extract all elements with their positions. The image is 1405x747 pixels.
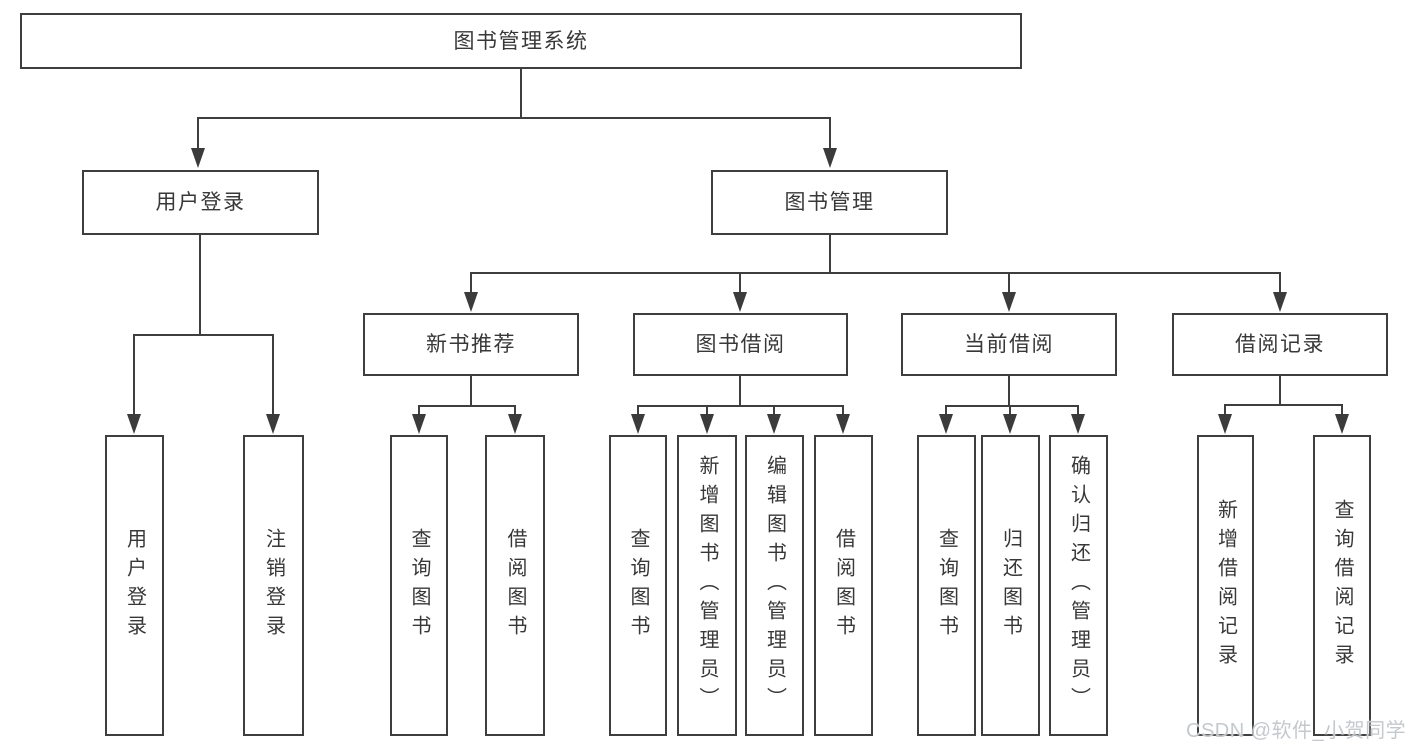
leaf-confirm-return-admin: 确认归还（管理员） [1049,435,1108,736]
node-root-library-system: 图书管理系统 [20,13,1022,69]
node-label: 用户登录 [155,191,246,214]
leaf-logout: 注销登录 [243,435,304,736]
leaf-label: 借阅图书 [832,527,855,644]
node-label: 借阅记录 [1235,333,1325,356]
node-label: 图书管理系统 [453,29,589,53]
leaf-label: 查询图书 [627,527,649,644]
leaf-add-books-admin: 新增图书（管理员） [677,435,737,736]
leaf-label: 用户登录 [123,527,146,644]
leaf-label: 查询借阅记录 [1331,498,1353,673]
leaf-borrow-books: 借阅图书 [814,435,873,736]
leaf-label: 新增借阅记录 [1214,498,1237,673]
leaf-borrow-books-recommend: 借阅图书 [485,435,545,736]
leaf-label: 查询图书 [408,527,430,644]
arrowhead-icons [127,148,1349,434]
node-book-borrow: 图书借阅 [633,313,848,376]
leaf-add-borrow-record: 新增借阅记录 [1197,435,1254,736]
leaf-label: 编辑图书（管理员） [763,455,786,716]
node-book-management: 图书管理 [711,170,948,235]
leaf-query-books-recommend: 查询图书 [390,435,448,736]
leaf-edit-books-admin: 编辑图书（管理员） [745,435,804,736]
leaf-query-books-current: 查询图书 [917,435,976,736]
leaf-label: 新增图书（管理员） [696,455,718,716]
csdn-watermark: CSDN @软件_小贺同学 [1186,720,1405,742]
leaf-query-books-borrow: 查询图书 [609,435,667,736]
leaf-return-books: 归还图书 [981,435,1040,736]
node-label: 图书管理 [784,191,875,214]
node-user-login: 用户登录 [82,170,319,235]
node-label: 新书推荐 [426,333,516,356]
node-current-borrow: 当前借阅 [901,313,1117,376]
leaf-label: 注销登录 [262,527,285,644]
node-label: 当前借阅 [964,333,1054,356]
node-new-book-recommend: 新书推荐 [363,313,579,376]
node-label: 图书借阅 [695,333,786,356]
leaf-label: 借阅图书 [504,527,526,644]
leaf-label: 查询图书 [935,527,958,644]
leaf-query-borrow-record: 查询借阅记录 [1313,435,1371,736]
leaf-user-login: 用户登录 [105,435,164,736]
node-borrow-records: 借阅记录 [1172,313,1388,376]
leaf-label: 归还图书 [999,527,1022,644]
leaf-label: 确认归还（管理员） [1067,455,1090,716]
